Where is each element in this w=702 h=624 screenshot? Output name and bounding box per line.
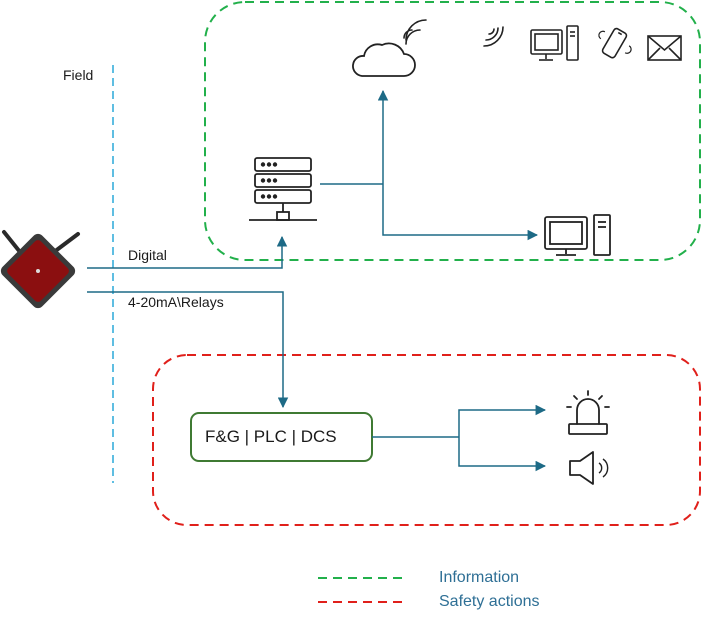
server-icon (249, 157, 317, 221)
wireless-sensor-device-icon (0, 230, 80, 309)
envelope-icon (647, 35, 682, 61)
analog-relays-label: 4-20mA\Relays (128, 294, 224, 310)
field-label: Field (63, 67, 94, 83)
legend-safety-label: Safety actions (439, 593, 540, 610)
wifi-signal-icon (403, 19, 427, 45)
analog-signal-line (87, 291, 289, 409)
cloud-icon (352, 42, 416, 77)
wifi-signal-icon (483, 26, 504, 47)
controller-label: F&G | PLC | DCS (205, 427, 337, 446)
desktop-computer-icon (530, 25, 579, 61)
beacon-output-line (458, 404, 547, 437)
legend-information-label: Information (439, 569, 520, 586)
speaker-icon (569, 451, 609, 485)
pc-link-line (382, 184, 539, 241)
information-zone (204, 1, 701, 261)
digital-label: Digital (128, 247, 167, 263)
speaker-output-line (458, 437, 547, 472)
mobile-phone-icon (598, 27, 632, 59)
digital-signal-line (87, 235, 288, 269)
beacon-light-icon (566, 390, 610, 435)
desktop-computer-icon (544, 214, 611, 256)
